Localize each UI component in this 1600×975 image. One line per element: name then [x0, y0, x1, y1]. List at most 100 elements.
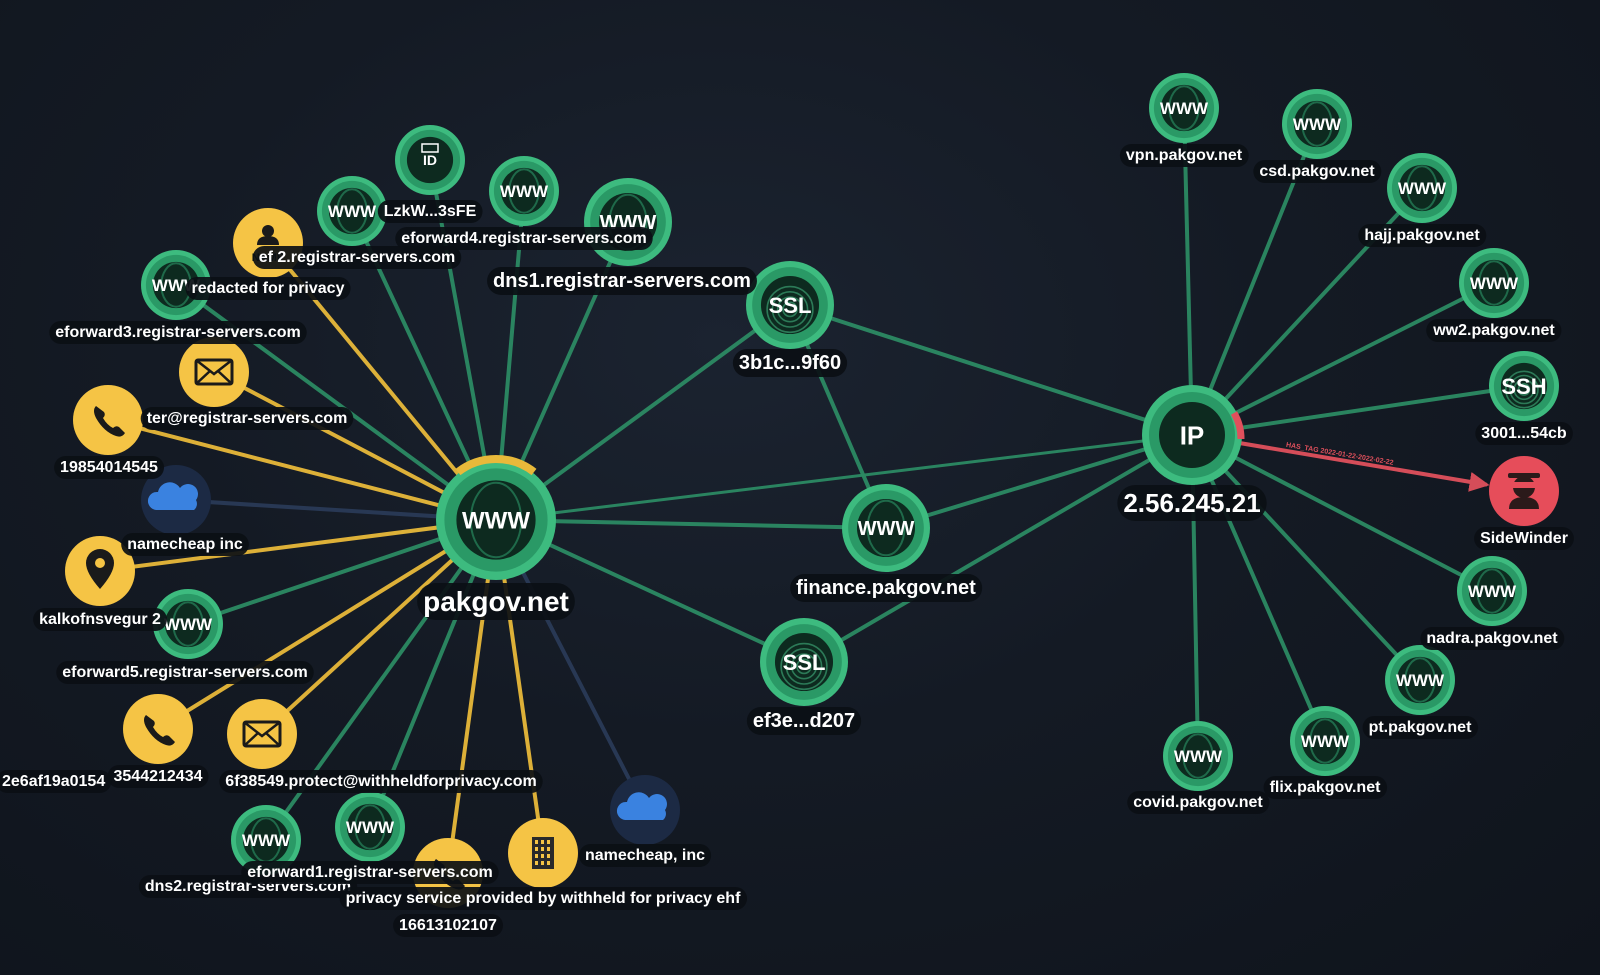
node-ww2 www-icon[interactable]: WWW: [1459, 248, 1529, 318]
node-email1 email-icon[interactable]: [179, 337, 249, 407]
node-vpn www-icon[interactable]: WWW: [1149, 73, 1219, 143]
node-label-namecheap2: namecheap, inc: [585, 847, 705, 864]
node-label-phone2: 3544212434: [114, 768, 203, 785]
node-pakgov www-icon[interactable]: WWW: [436, 455, 556, 580]
label-pill: [1127, 791, 1270, 814]
label-pill: [140, 407, 354, 430]
node-ef4 www-icon[interactable]: WWW: [489, 156, 559, 226]
node-label-vpn: vpn.pakgov.net: [1126, 147, 1243, 164]
node-ef2 www-icon[interactable]: WWW: [317, 176, 387, 246]
ssl-glyph: SSL: [783, 650, 826, 675]
node-ef3 www-icon[interactable]: WWW: [141, 250, 211, 320]
edge-pakgov-phone1[interactable]: [106, 418, 498, 522]
node-label-phone3: 16613102107: [399, 917, 497, 934]
node-label-email1: ter@registrar-servers.com: [147, 410, 348, 427]
www-glyph: WWW: [164, 615, 213, 634]
node-ip ip-icon[interactable]: IP: [1142, 385, 1245, 485]
node-location location-icon[interactable]: [65, 536, 135, 606]
edge-pakgov-phone2[interactable]: [156, 518, 498, 731]
node-csd www-icon[interactable]: WWW: [1282, 89, 1352, 159]
node-label-verid: LzkW...3sFE: [384, 203, 477, 220]
www-glyph: WWW: [1468, 582, 1517, 601]
www-glyph: WWW: [346, 818, 395, 837]
www-glyph: WWW: [1396, 671, 1445, 690]
edge-ip-ssh[interactable]: [1190, 384, 1526, 437]
edge-ssl2-ip[interactable]: [802, 433, 1194, 664]
edge-pakgov-ssl1[interactable]: [494, 303, 792, 522]
www-glyph: WWW: [1301, 732, 1350, 751]
edge-ip-flix[interactable]: [1190, 433, 1327, 743]
node-pt www-icon[interactable]: WWW: [1385, 645, 1455, 715]
label-pill: [790, 574, 983, 602]
label-pill: [487, 267, 757, 295]
node-dns2 www-icon[interactable]: WWW: [231, 805, 301, 875]
node-cloud1 cloud-icon[interactable]: [141, 465, 211, 535]
node-verid verification-id-icon[interactable]: ID: [395, 125, 465, 195]
label-pill: [1119, 144, 1249, 167]
node-label-privacy: privacy service provided by withheld for…: [346, 890, 741, 907]
ssh-glyph: SSH: [1501, 374, 1546, 399]
node-label-ef1: eforward1.registrar-servers.com: [247, 864, 492, 881]
labels-layer: pakgov.net2.56.245.213b1c...9f60ef3e...d…: [0, 144, 1574, 937]
node-dns1 www-icon[interactable]: WWW: [584, 178, 672, 266]
node-label-ssl2: ef3e...d207: [753, 710, 855, 732]
label-pill: [1253, 160, 1382, 183]
node-label-hajj: hajj.pakgov.net: [1364, 227, 1480, 244]
www-glyph: WWW: [858, 518, 915, 540]
node-email2 email-icon[interactable]: [227, 699, 297, 769]
node-namecheap2 cloud-icon[interactable]: [610, 775, 680, 845]
www-glyph: WWW: [1160, 99, 1209, 118]
node-label-finance: finance.pakgov.net: [796, 577, 976, 599]
edge-pakgov-location[interactable]: [98, 518, 498, 573]
node-label-nadra: nadra.pakgov.net: [1426, 630, 1558, 647]
edge-ip-nadra[interactable]: [1190, 433, 1494, 593]
node-covid www-icon[interactable]: WWW: [1163, 721, 1233, 791]
node-label-csd: csd.pakgov.net: [1259, 163, 1375, 180]
label-pill: [746, 707, 862, 735]
label-pill: [578, 844, 712, 867]
edge-ip-pt[interactable]: [1190, 433, 1422, 682]
label-pill: [1474, 527, 1574, 550]
www-glyph: WWW: [1293, 115, 1342, 134]
label-pill: [0, 770, 112, 793]
node-label-phone1: 19854014545: [60, 459, 158, 476]
verification-id-glyph: ID: [423, 152, 437, 168]
label-pill: [1420, 627, 1565, 650]
www-glyph: WWW: [1470, 274, 1519, 293]
label-pill: [33, 608, 168, 631]
node-phone1 phone-icon[interactable]: [73, 385, 143, 455]
node-label-name: redacted for privacy: [192, 280, 345, 297]
label-pill: [219, 770, 543, 793]
ssl-glyph: SSL: [769, 293, 812, 318]
www-glyph: WWW: [242, 831, 291, 850]
node-sidewinder threat-actor-icon[interactable]: [1489, 456, 1559, 526]
edge-ip-finance[interactable]: [884, 433, 1194, 530]
node-label-ef5: eforward5.registrar-servers.com: [62, 664, 307, 681]
edge-ip-ww2[interactable]: [1190, 281, 1496, 437]
node-privacy building-icon[interactable]: [508, 818, 578, 888]
node-label-email2: 6f38549.protect@withheldforprivacy.com: [225, 773, 536, 790]
node-finance www-icon[interactable]: WWW: [842, 484, 930, 572]
node-nadra www-icon[interactable]: WWW: [1457, 556, 1527, 626]
www-glyph: WWW: [500, 182, 549, 201]
label-pill: [1358, 224, 1487, 247]
www-glyph: WWW: [1174, 747, 1223, 766]
label-pill: [1263, 776, 1388, 799]
edge-ssl1-ip[interactable]: [788, 303, 1194, 437]
node-ef1 www-icon[interactable]: WWW: [335, 792, 405, 862]
node-ef5 www-icon[interactable]: WWW: [153, 589, 223, 659]
edge-pakgov-ip[interactable]: [494, 433, 1194, 522]
node-phone2 phone-icon[interactable]: [123, 694, 193, 764]
node-hajj www-icon[interactable]: WWW: [1387, 153, 1457, 223]
node-ssl1 ssl-icon[interactable]: SSL: [746, 261, 834, 349]
edge-pakgov-finance[interactable]: [494, 518, 888, 530]
node-ssh ssh-icon[interactable]: SSH: [1489, 351, 1559, 421]
node-flix www-icon[interactable]: WWW: [1290, 706, 1360, 776]
label-pill: [395, 227, 653, 250]
node-ssl2 ssl-icon[interactable]: SSL: [760, 618, 848, 706]
node-label-sidewinder: SideWinder: [1480, 530, 1568, 547]
node-label-location: kalkofnsvegur 2: [39, 611, 161, 628]
label-pill: [1117, 485, 1267, 521]
www-glyph: WWW: [462, 508, 530, 535]
